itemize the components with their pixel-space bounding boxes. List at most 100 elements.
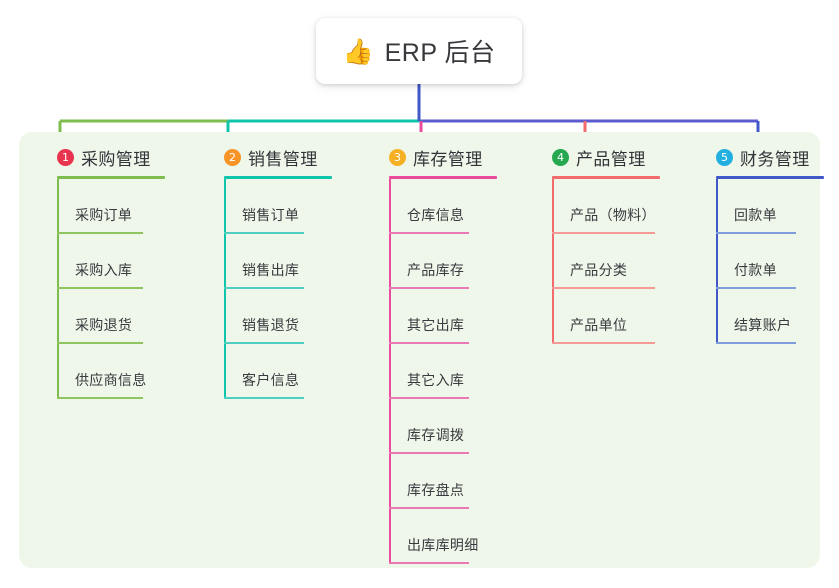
branch-item[interactable]: 其它入库 xyxy=(370,344,540,399)
branches-panel xyxy=(19,132,820,568)
branch-column-2: 2 销售管理销售订单销售出库销售退货客户信息 xyxy=(205,144,365,399)
branch-trunk-2 xyxy=(224,179,226,399)
branch-item[interactable]: 采购订单 xyxy=(38,179,198,234)
branch-item-rule xyxy=(716,342,796,344)
branch-item-label: 回款单 xyxy=(734,207,777,223)
branch-title-3: 库存管理 xyxy=(413,149,483,169)
branch-item[interactable]: 结算账户 xyxy=(697,289,839,344)
branch-item[interactable]: 供应商信息 xyxy=(38,344,198,399)
branch-item-rule xyxy=(552,342,655,344)
branch-title-5: 财务管理 xyxy=(740,149,810,169)
branch-item[interactable]: 客户信息 xyxy=(205,344,365,399)
branch-item-rule xyxy=(716,287,796,289)
branch-item-rule xyxy=(389,287,469,289)
branch-badge-3: 3 xyxy=(389,148,406,166)
branch-item[interactable]: 产品单位 xyxy=(533,289,703,344)
branch-header-2[interactable]: 2 销售管理 xyxy=(205,144,365,170)
branch-items-1: 采购订单采购入库采购退货供应商信息 xyxy=(38,179,198,399)
branch-item-label: 结算账户 xyxy=(734,317,792,333)
branch-header-rule-3 xyxy=(389,176,497,179)
branch-title-1: 采购管理 xyxy=(81,149,151,169)
branch-item-label: 库存调拨 xyxy=(407,427,465,443)
root-node[interactable]: 👍 ERP 后台 xyxy=(316,18,522,84)
branch-badge-4: 4 xyxy=(552,148,569,166)
branch-column-1: 1 采购管理采购订单采购入库采购退货供应商信息 xyxy=(38,144,198,399)
branch-item[interactable]: 采购退货 xyxy=(38,289,198,344)
branch-item-rule xyxy=(57,397,143,399)
branch-item[interactable]: 产品库存 xyxy=(370,234,540,289)
branch-item-label: 出库库明细 xyxy=(407,537,479,553)
root-node-label: ERP 后台 xyxy=(384,39,496,67)
branch-item[interactable]: 采购入库 xyxy=(38,234,198,289)
branch-item-label: 客户信息 xyxy=(242,372,300,388)
branch-header-4[interactable]: 4 产品管理 xyxy=(533,144,703,170)
branch-item-rule xyxy=(716,232,796,234)
branch-title-2: 销售管理 xyxy=(248,149,318,169)
branch-item[interactable]: 产品（物料） xyxy=(533,179,703,234)
branch-item[interactable]: 其它出库 xyxy=(370,289,540,344)
branch-item[interactable]: 产品分类 xyxy=(533,234,703,289)
branch-trunk-4 xyxy=(552,179,554,344)
branch-item-rule xyxy=(224,232,304,234)
branch-item-rule xyxy=(224,342,304,344)
branch-header-rule-2 xyxy=(224,176,332,179)
branch-item[interactable]: 仓库信息 xyxy=(370,179,540,234)
branch-item-label: 产品单位 xyxy=(570,317,628,333)
branch-item-rule xyxy=(552,287,655,289)
branch-badge-1: 1 xyxy=(57,148,74,166)
branch-item-rule xyxy=(389,562,469,564)
branch-item[interactable]: 库存盘点 xyxy=(370,454,540,509)
branch-item-label: 采购订单 xyxy=(75,207,133,223)
branch-item-rule xyxy=(389,342,469,344)
branch-item[interactable]: 回款单 xyxy=(697,179,839,234)
branch-item-label: 产品分类 xyxy=(570,262,628,278)
branch-badge-5: 5 xyxy=(716,148,733,166)
thumbs-up-icon: 👍 xyxy=(342,36,374,66)
branch-item-rule xyxy=(224,397,304,399)
branch-item-label: 库存盘点 xyxy=(407,482,465,498)
branch-trunk-5 xyxy=(716,179,718,344)
branch-item-rule xyxy=(389,232,469,234)
branch-column-3: 3 库存管理仓库信息产品库存其它出库其它入库库存调拨库存盘点出库库明细 xyxy=(370,144,540,564)
branch-header-rule-5 xyxy=(716,176,824,179)
branch-item-label: 产品库存 xyxy=(407,262,465,278)
branch-item-rule xyxy=(389,397,469,399)
branch-item[interactable]: 库存调拨 xyxy=(370,399,540,454)
branch-item-rule xyxy=(224,287,304,289)
branch-item-rule xyxy=(389,507,469,509)
branch-item-rule xyxy=(389,452,469,454)
branch-item-rule xyxy=(57,232,143,234)
branch-title-4: 产品管理 xyxy=(576,149,646,169)
branch-header-1[interactable]: 1 采购管理 xyxy=(38,144,198,170)
branch-header-rule-4 xyxy=(552,176,660,179)
branch-header-3[interactable]: 3 库存管理 xyxy=(370,144,540,170)
branch-item-label: 销售出库 xyxy=(242,262,300,278)
branch-item-label: 仓库信息 xyxy=(407,207,465,223)
branch-column-5: 5 财务管理回款单付款单结算账户 xyxy=(697,144,839,344)
branch-badge-2: 2 xyxy=(224,148,241,166)
branch-item-label: 付款单 xyxy=(734,262,777,278)
branch-item-rule xyxy=(57,342,143,344)
branch-header-rule-1 xyxy=(57,176,165,179)
branch-header-5[interactable]: 5 财务管理 xyxy=(697,144,839,170)
branch-item-label: 产品（物料） xyxy=(570,207,656,223)
branch-item-label: 供应商信息 xyxy=(75,372,147,388)
root-node-content: 👍 ERP 后台 xyxy=(342,33,495,69)
branch-item[interactable]: 付款单 xyxy=(697,234,839,289)
branch-trunk-1 xyxy=(57,179,59,399)
branch-item-label: 其它出库 xyxy=(407,317,465,333)
branch-column-4: 4 产品管理产品（物料） 产品分类产品单位 xyxy=(533,144,703,344)
branch-item-rule xyxy=(57,287,143,289)
branch-item-label: 销售订单 xyxy=(242,207,300,223)
branch-item[interactable]: 出库库明细 xyxy=(370,509,540,564)
branch-item[interactable]: 销售出库 xyxy=(205,234,365,289)
branch-item-label: 销售退货 xyxy=(242,317,300,333)
branch-item-label: 采购入库 xyxy=(75,262,133,278)
branch-item-rule xyxy=(552,232,655,234)
branch-item[interactable]: 销售退货 xyxy=(205,289,365,344)
branch-items-4: 产品（物料） 产品分类产品单位 xyxy=(533,179,703,344)
branch-trunk-3 xyxy=(389,179,391,564)
branch-items-2: 销售订单销售出库销售退货客户信息 xyxy=(205,179,365,399)
branch-item[interactable]: 销售订单 xyxy=(205,179,365,234)
